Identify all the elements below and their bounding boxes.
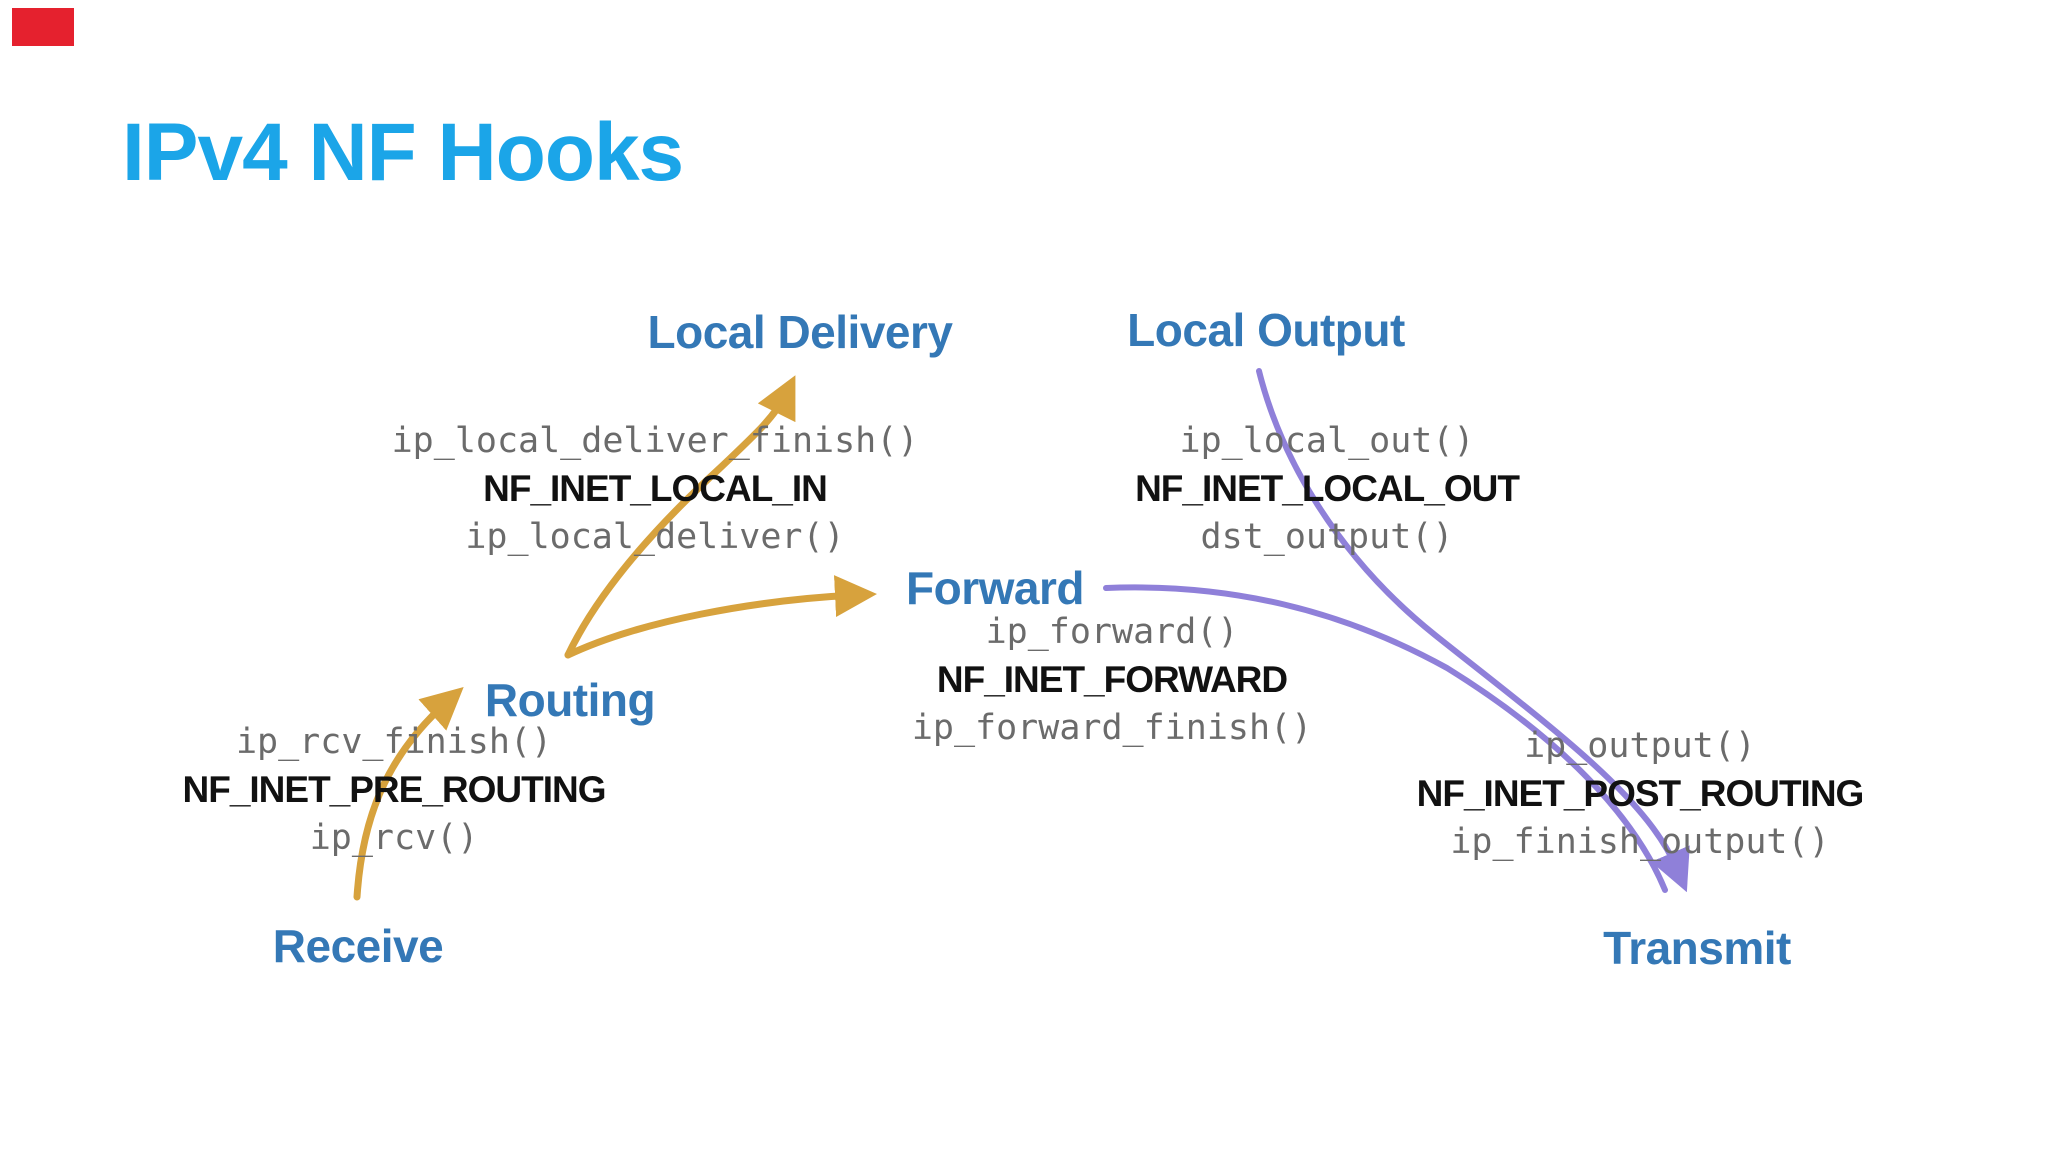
hook-block-post-routing: ip_output() NF_INET_POST_ROUTING ip_fini… bbox=[1416, 722, 1865, 866]
netfilter-hook-name: NF_INET_LOCAL_OUT bbox=[1135, 468, 1520, 509]
node-label-local-output: Local Output bbox=[1127, 304, 1405, 356]
netfilter-hook-name: NF_INET_FORWARD bbox=[936, 659, 1288, 700]
node-label-transmit: Transmit bbox=[1603, 922, 1791, 974]
netfilter-hook-name: NF_INET_LOCAL_IN bbox=[483, 468, 828, 509]
arrow-routing-to-local-delivery bbox=[564, 375, 796, 659]
arrow-local-output-to-transmit bbox=[1256, 368, 1690, 893]
netfilter-hook-name: NF_INET_PRE_ROUTING bbox=[182, 769, 606, 810]
arrow-forward-to-transmit bbox=[1103, 584, 1668, 893]
function-name: ip_output() bbox=[1524, 726, 1756, 766]
page-title: IPv4 NF Hooks bbox=[122, 107, 684, 198]
node-label-routing: Routing bbox=[484, 674, 656, 726]
function-name: ip_forward_finish() bbox=[911, 708, 1313, 748]
hook-block-pre-routing: ip_rcv_finish() NF_INET_PRE_ROUTING ip_r… bbox=[182, 718, 606, 862]
hook-block-forward: ip_forward() NF_INET_FORWARD ip_forward_… bbox=[912, 608, 1312, 752]
function-name: ip_local_deliver() bbox=[465, 517, 845, 557]
function-name: ip_forward() bbox=[985, 612, 1239, 652]
function-name: dst_output() bbox=[1200, 517, 1454, 557]
hook-block-local-out: ip_local_out() NF_INET_LOCAL_OUT dst_out… bbox=[1135, 417, 1520, 561]
arrow-receive-to-routing bbox=[353, 687, 464, 901]
node-label-forward: Forward bbox=[906, 562, 1084, 614]
function-name: ip_finish_output() bbox=[1450, 822, 1830, 862]
function-name: ip_local_out() bbox=[1179, 421, 1475, 461]
node-label-local-delivery: Local Delivery bbox=[647, 306, 953, 358]
red-corner-marker bbox=[12, 8, 74, 46]
function-name: ip_rcv_finish() bbox=[235, 722, 553, 762]
function-name: ip_local_deliver_finish() bbox=[391, 421, 919, 461]
netfilter-hook-name: NF_INET_POST_ROUTING bbox=[1416, 773, 1865, 814]
hook-block-local-in: ip_local_deliver_finish() NF_INET_LOCAL_… bbox=[392, 417, 919, 561]
function-name: ip_rcv() bbox=[309, 818, 479, 858]
node-label-receive: Receive bbox=[272, 920, 444, 972]
arrow-routing-to-forward bbox=[564, 575, 877, 659]
